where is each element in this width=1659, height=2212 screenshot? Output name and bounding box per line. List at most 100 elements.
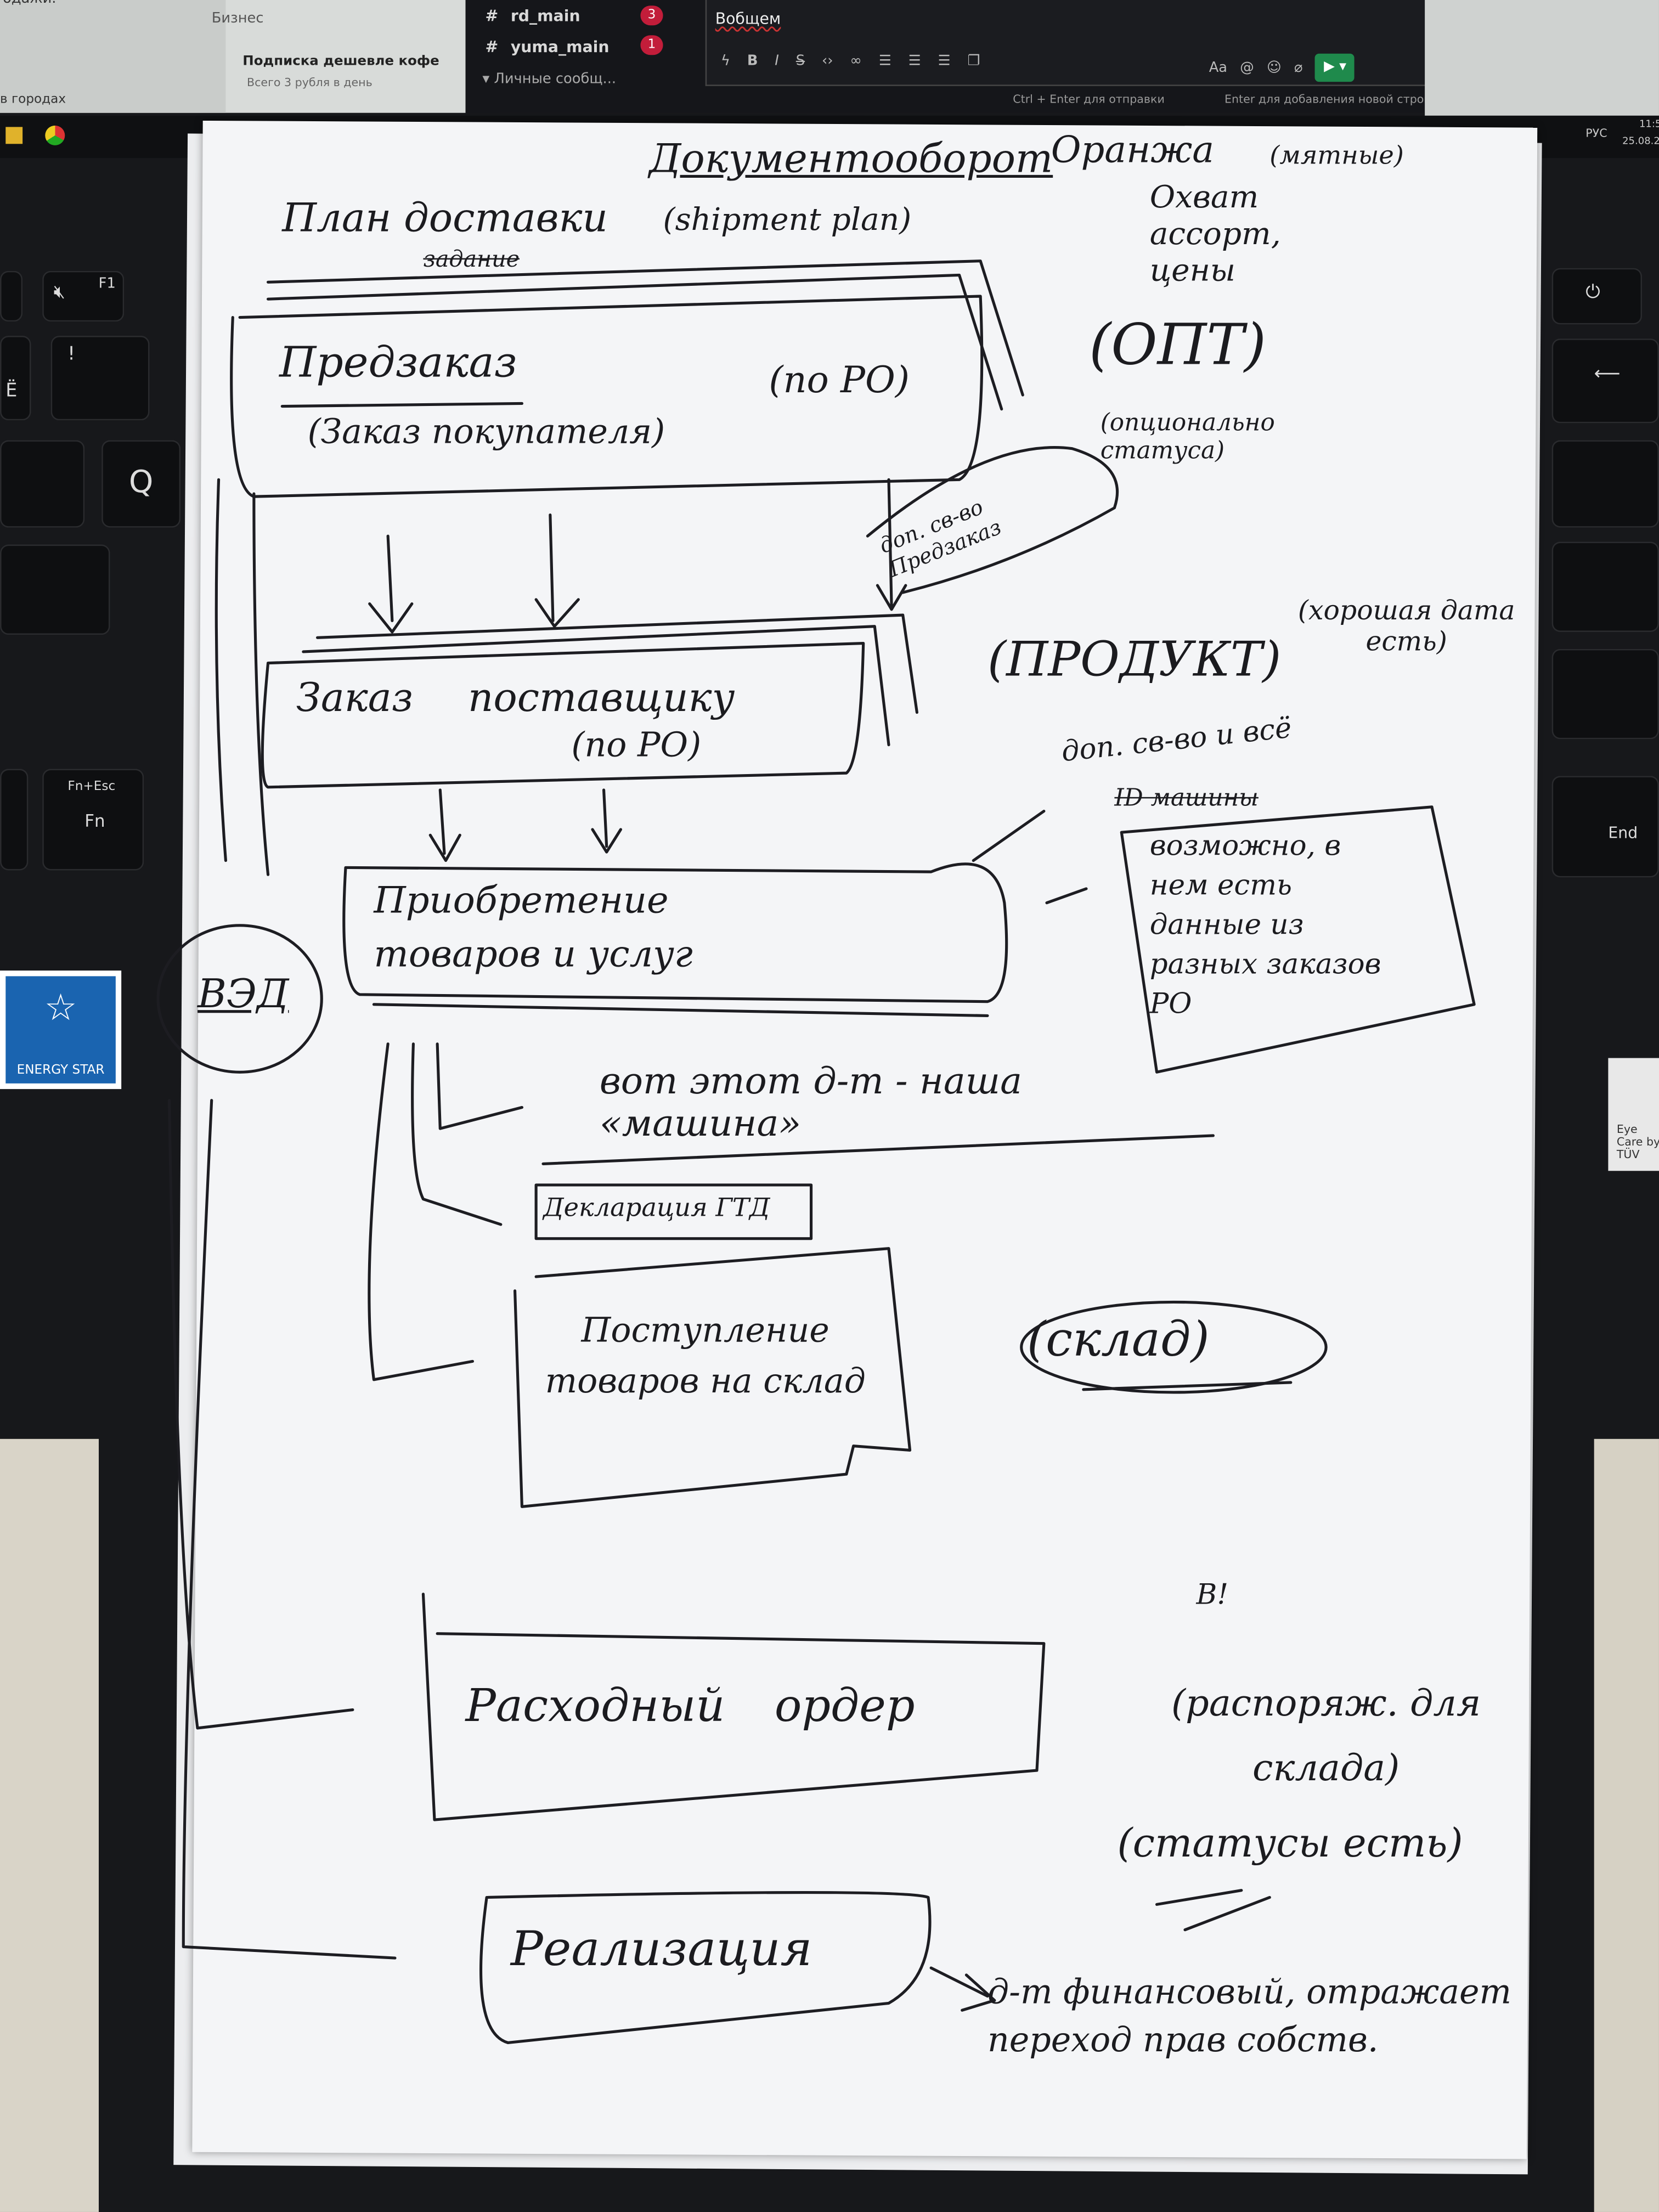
node-declaration-label: Декларация ГТД bbox=[543, 1193, 770, 1223]
send-hint: Ctrl + Enter для отправки bbox=[1013, 93, 1165, 106]
arrow bbox=[368, 534, 414, 634]
chrome-icon[interactable] bbox=[45, 125, 65, 145]
annotation-exclaim: В! bbox=[1196, 1577, 1229, 1611]
note-box bbox=[1120, 805, 1476, 1074]
key-backslash bbox=[1551, 440, 1659, 528]
annotation-product: (ПРОДУКТ) bbox=[987, 631, 1282, 689]
ad-title[interactable]: Подписка дешевле кофе bbox=[242, 53, 439, 69]
declaration-box bbox=[534, 1183, 813, 1240]
arrow bbox=[876, 478, 907, 611]
underline bbox=[541, 1134, 1215, 1165]
preorder-prop-bubble bbox=[866, 446, 1119, 594]
connector bbox=[182, 1099, 397, 1960]
preorder-box-shadow bbox=[266, 259, 1024, 411]
energy-star-sticker: ☆ENERGY STAR bbox=[0, 970, 122, 1090]
section-label[interactable]: Бизнес bbox=[211, 11, 264, 27]
note: Охват ассорт, цены bbox=[1149, 180, 1281, 290]
arrow bbox=[428, 788, 461, 862]
message-input[interactable]: Вобщем bbox=[715, 9, 781, 29]
bullet-list-icon[interactable]: ☰ bbox=[908, 53, 921, 69]
warehouse-ellipse bbox=[1020, 1300, 1328, 1394]
desk bbox=[1594, 1438, 1659, 2212]
unread-badge: 3 bbox=[640, 5, 663, 26]
annotation-warehouse-order: (распоряж. для склада) bbox=[1171, 1683, 1481, 1791]
link-icon[interactable]: ∞ bbox=[850, 53, 862, 69]
preorder-box bbox=[230, 295, 984, 498]
note: Оранжа bbox=[1051, 129, 1215, 172]
annotation-maybe-data: возможно, в нем есть данные из разных за… bbox=[1149, 828, 1381, 1020]
connector bbox=[215, 478, 227, 862]
screen-right bbox=[1425, 0, 1659, 116]
desk bbox=[0, 1438, 99, 2212]
node-preorder-note: (по PO) bbox=[769, 359, 910, 402]
annotation-good-date: (хорошая дата есть) bbox=[1297, 595, 1515, 658]
code-icon[interactable]: ‹› bbox=[821, 53, 833, 69]
format-toolbar: ϟ B I S̶ ‹› ∞ ☰ ☰ ☰ ❐ bbox=[721, 54, 980, 69]
bold-icon[interactable]: B bbox=[747, 53, 758, 69]
lightning-icon[interactable]: ϟ bbox=[720, 53, 730, 69]
arrow bbox=[534, 513, 580, 628]
italic-icon[interactable]: I bbox=[775, 53, 779, 69]
channel-rd-main[interactable]: rd_main bbox=[510, 7, 580, 26]
annotation-ved: ВЭД bbox=[197, 970, 289, 1017]
key-end: End bbox=[1551, 776, 1659, 878]
emoji-icon[interactable]: ☺ bbox=[1267, 60, 1282, 76]
annotation-warehouse: (склад) bbox=[1026, 1312, 1210, 1369]
supplier-order-box-shadow bbox=[302, 613, 918, 747]
annotation-optional-status: (опционально статуса) bbox=[1100, 409, 1275, 466]
indent-icon[interactable]: ☰ bbox=[938, 53, 951, 69]
clock-date[interactable]: 25.08.2 bbox=[1622, 135, 1659, 147]
key-label: Fn bbox=[84, 811, 105, 831]
key-mute: 🔇︎F1 bbox=[42, 270, 125, 322]
annotation-machine-id: ID машины bbox=[1114, 784, 1259, 813]
text-format-icon[interactable]: Aa bbox=[1209, 60, 1228, 76]
clock-time[interactable]: 11:5 bbox=[1639, 118, 1659, 130]
page-fragment: в городах bbox=[0, 93, 66, 108]
backspace-icon: ⟵ bbox=[1594, 364, 1621, 385]
chevron-down-icon[interactable]: ▾ bbox=[1339, 59, 1347, 75]
key-1: ! bbox=[50, 335, 150, 421]
arrow bbox=[972, 809, 1088, 905]
underline bbox=[1155, 1889, 1243, 1906]
purchase-box bbox=[342, 862, 1008, 1003]
eye-care-sticker: Eye Care by TÜV bbox=[1608, 1058, 1659, 1171]
dm-label: Личные сообщ... bbox=[494, 72, 617, 88]
supplier-order-box bbox=[261, 641, 865, 789]
arrow bbox=[929, 1966, 996, 2012]
backspace-key: ⟵ bbox=[1551, 338, 1659, 424]
ordered-list-icon[interactable]: ☰ bbox=[878, 53, 891, 69]
key bbox=[0, 440, 85, 528]
attachment-icon[interactable]: ⌀ bbox=[1294, 60, 1303, 76]
connector bbox=[368, 1042, 474, 1381]
dm-section[interactable]: ▾ Личные сообщ... bbox=[482, 72, 617, 88]
key bbox=[0, 544, 110, 635]
power-key: ⏻ bbox=[1551, 268, 1643, 325]
diagram-title: Документооборот bbox=[648, 135, 1053, 182]
unread-badge: 1 bbox=[640, 35, 663, 55]
key bbox=[0, 769, 29, 871]
connector bbox=[167, 1099, 354, 1730]
page-fragment: одажи. bbox=[3, 0, 56, 7]
send-button[interactable]: ▶ ▾ bbox=[1315, 53, 1355, 82]
message-composer[interactable]: Вобщем ϟ B I S̶ ‹› ∞ ☰ ☰ ☰ ❐ Aa @ ☺ ⌀ ▶ … bbox=[705, 0, 1442, 86]
node-outgoing-label: Расходный ордер bbox=[465, 1678, 915, 1733]
hash-icon: # bbox=[485, 7, 499, 26]
underline bbox=[1082, 1381, 1293, 1391]
strikethrough-icon[interactable]: S̶ bbox=[795, 53, 805, 69]
arrow bbox=[591, 788, 622, 854]
outgoing-box bbox=[421, 1593, 1046, 1821]
note: План доставки bbox=[282, 194, 608, 241]
mention-icon[interactable]: @ bbox=[1240, 60, 1254, 76]
key-q: Q bbox=[101, 440, 181, 528]
ved-ellipse bbox=[156, 924, 323, 1074]
purchase-box-shadow bbox=[372, 1003, 989, 1017]
quote-icon[interactable]: ❐ bbox=[967, 53, 980, 69]
folder-icon[interactable] bbox=[5, 127, 23, 144]
language-indicator[interactable]: РУС bbox=[1585, 127, 1607, 140]
newline-hint: Enter для добавления новой строки bbox=[1224, 93, 1438, 106]
key-label: Q bbox=[128, 465, 154, 501]
channel-yuma-main[interactable]: yuma_main bbox=[510, 38, 610, 57]
